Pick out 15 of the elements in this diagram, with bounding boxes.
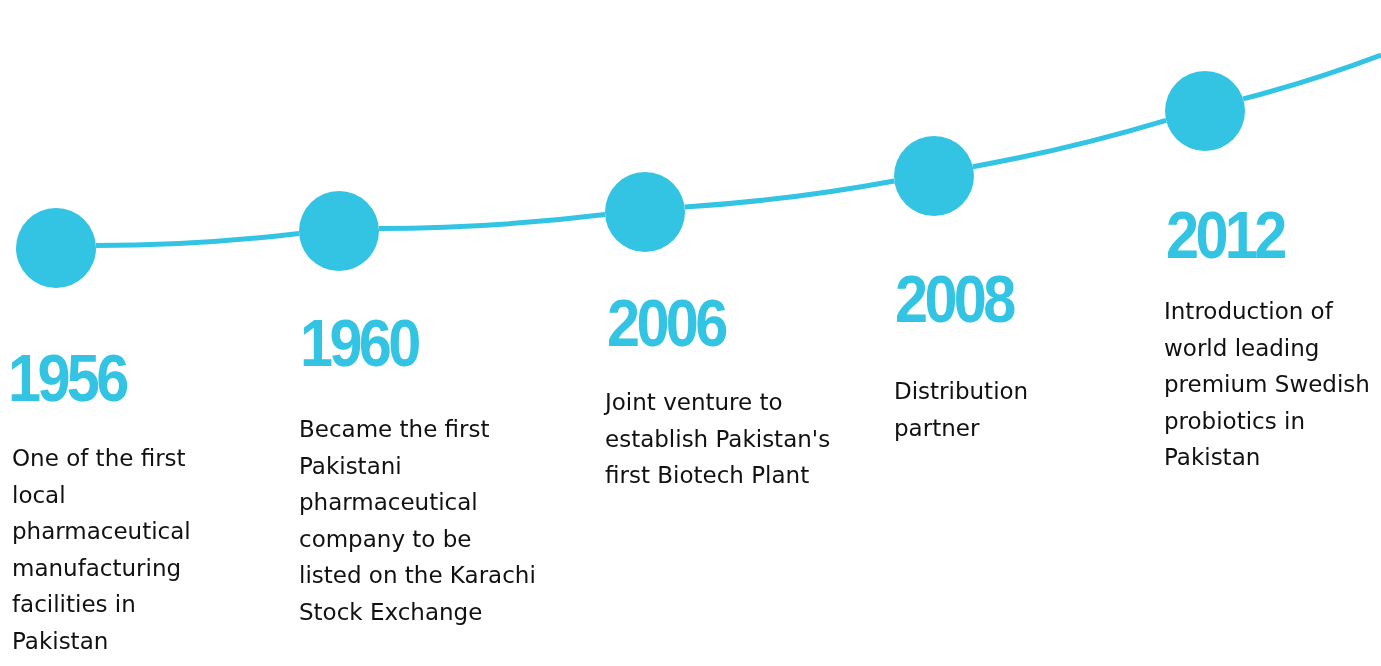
year-label: 2006 [607,290,725,356]
year-label: 2012 [1166,202,1284,268]
milestone-description: Joint venture to establish Pakistan's first Biotech Plant [605,388,832,490]
year-label: 1960 [300,310,418,376]
milestone-description: One of the first local pharmaceutical manufacturing facilities in Pakistan [12,444,192,656]
milestone-description: Introduction of world leading premium Swedish probiotics in Pakistan [1164,297,1371,472]
timeline-line [95,230,300,249]
timeline-line [972,117,1167,170]
milestone-description: Distribution partner [894,377,1030,443]
timeline-line [1242,52,1381,102]
milestone-description: Became the first Pakistani pharmaceutical company to be listed on the Karachi Stock Exchange [299,415,537,627]
timeline-line [378,212,606,231]
timeline-line [684,178,895,210]
year-label: 1956 [8,345,126,411]
year-label: 2008 [895,266,1013,332]
